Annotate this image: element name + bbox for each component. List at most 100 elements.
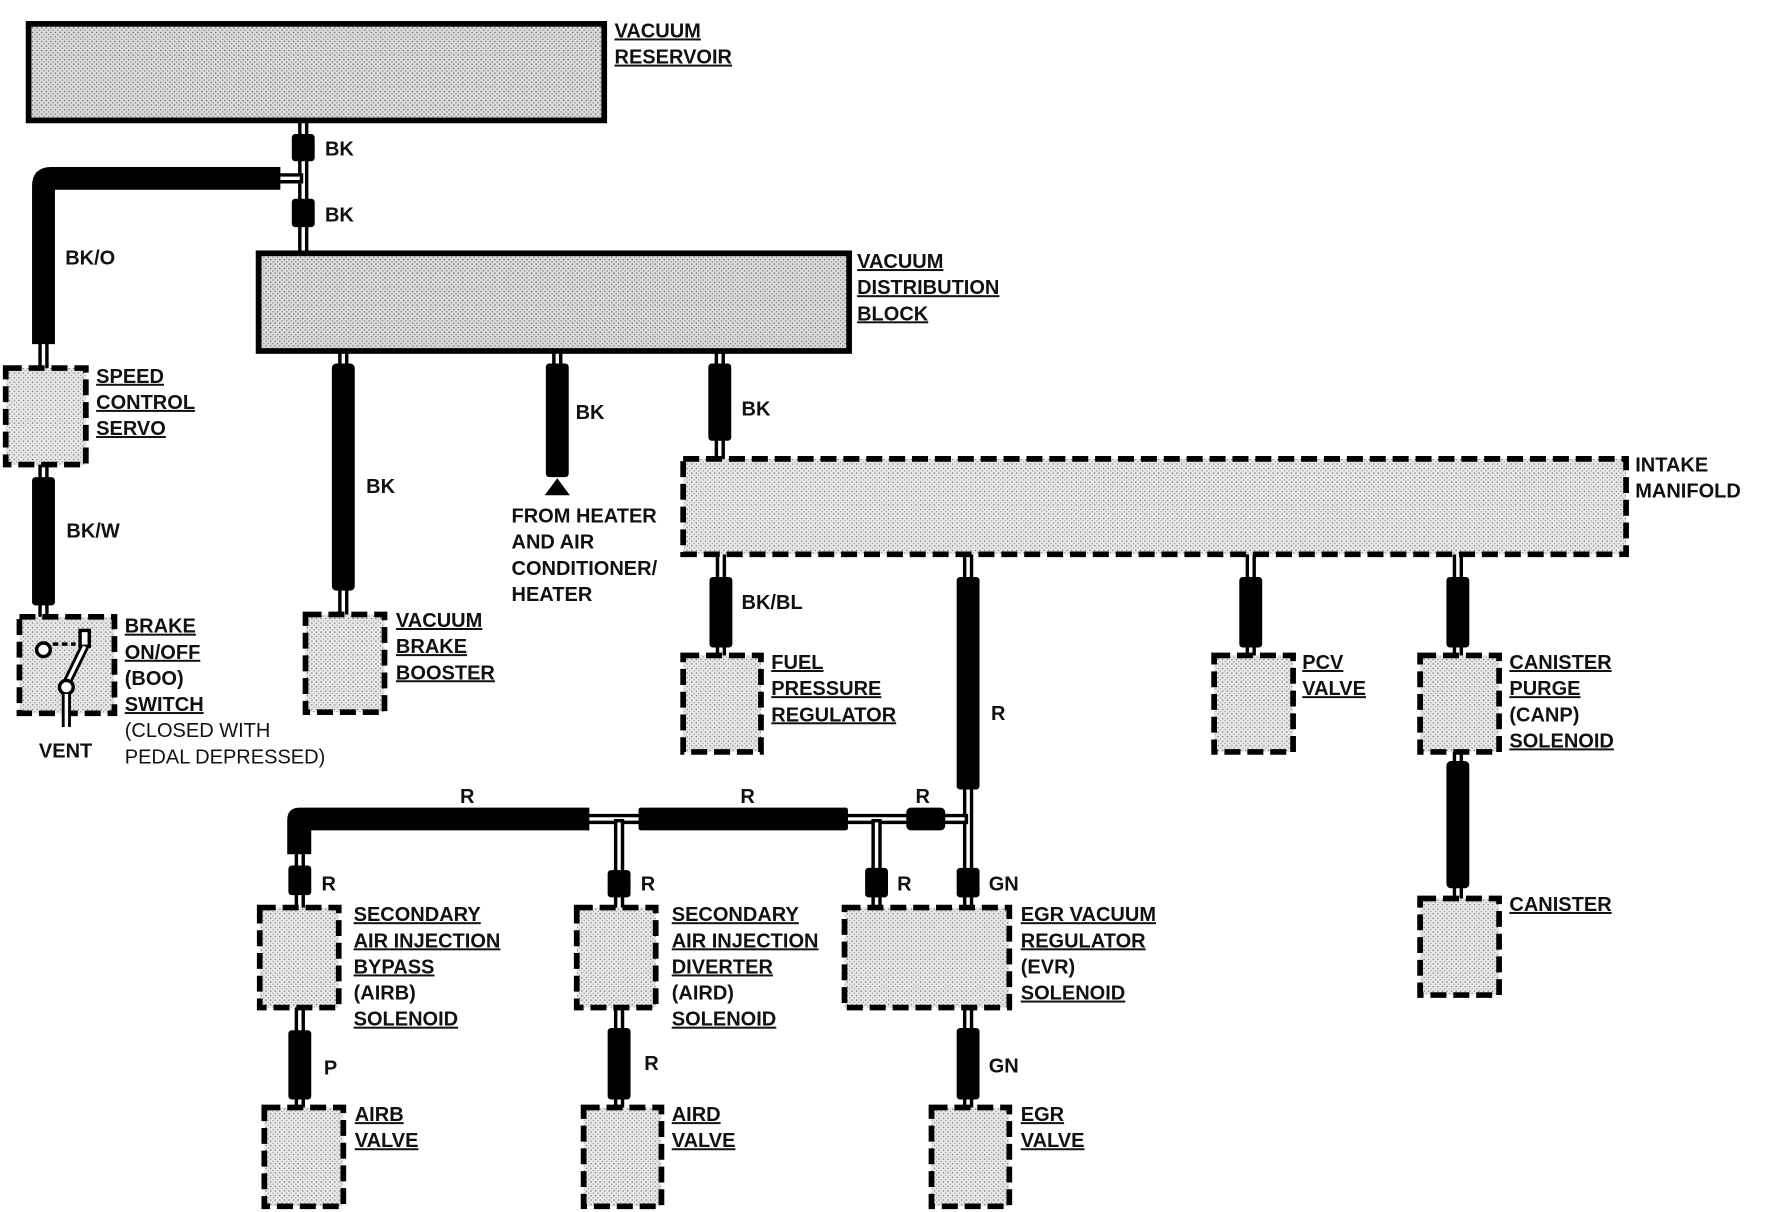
pcv-valve — [1211, 652, 1296, 755]
evr-solenoid — [841, 904, 1013, 1011]
connector-evr-r — [865, 867, 888, 898]
label-heater-2: AND AIR — [512, 532, 595, 554]
hose-r-middle — [638, 807, 848, 831]
canp-solenoid — [1417, 652, 1502, 755]
hose-label: R — [897, 874, 911, 896]
airb-valve — [261, 1104, 347, 1210]
label-evr-2: REGULATOR — [1021, 930, 1146, 952]
label-boo-2: ON/OFF — [125, 642, 201, 664]
hose-pcv — [1239, 577, 1263, 648]
label-aird-sol-5: SOLENOID — [672, 1009, 777, 1031]
label-booster-1: VACUUM — [396, 610, 482, 632]
label-airb-valve-2: VALVE — [355, 1130, 419, 1152]
label-servo-3: SERVO — [96, 418, 166, 440]
label-block-2: DISTRIBUTION — [857, 277, 999, 299]
label-airb-sol-3: BYPASS — [354, 957, 435, 979]
label-evr-1: EGR VACUUM — [1021, 904, 1156, 926]
hose-heater-bk — [545, 363, 569, 478]
hoses — [32, 134, 1470, 1100]
label-heater-1: FROM HEATER — [512, 506, 657, 528]
hose-fuel-bk-bl — [709, 577, 733, 648]
hose-r-right-connector — [906, 807, 946, 831]
hose-color-labels: BK BK BK/O BK/W BK BK BK BK/BL R R R R R… — [65, 139, 1018, 1080]
aird-solenoid — [573, 904, 659, 1011]
label-airb-sol-1: SECONDARY — [354, 904, 481, 926]
hose-label: BK/BL — [742, 592, 803, 614]
label-vent: VENT — [39, 741, 92, 763]
label-heater-4: HEATER — [512, 584, 593, 606]
hose-canister — [1446, 761, 1470, 889]
label-airb-valve-1: AIRB — [355, 1104, 404, 1126]
label-evr-4: SOLENOID — [1021, 983, 1126, 1005]
label-airb-sol-4: (AIRB) — [354, 983, 416, 1005]
label-boo-note-2: PEDAL DEPRESSED) — [125, 746, 326, 768]
label-boo-3: (BOO) — [125, 668, 184, 690]
hose-label: R — [641, 874, 655, 896]
label-pcv-1: PCV — [1302, 652, 1344, 674]
label-heater-3: CONDITIONER/ — [512, 558, 658, 580]
label-reservoir-2: RESERVOIR — [615, 47, 733, 69]
component-labels: VACUUM RESERVOIR VACUUM DISTRIBUTION BLO… — [39, 21, 1741, 1153]
hose-label: R — [322, 874, 336, 896]
hose-label: GN — [989, 1055, 1019, 1077]
label-booster-2: BRAKE — [396, 636, 467, 658]
hose-label: R — [991, 703, 1005, 725]
hose-connector-bk-lower — [291, 198, 315, 228]
components — [2, 21, 1629, 1210]
label-servo-1: SPEED — [96, 366, 164, 388]
hose-label: R — [740, 786, 754, 808]
label-canp-2: PURGE — [1509, 678, 1580, 700]
label-airb-sol-5: SOLENOID — [354, 1009, 459, 1031]
aird-valve — [580, 1104, 665, 1210]
label-boo-note-1: (CLOSED WITH — [125, 720, 271, 742]
hose-booster-bk — [331, 363, 355, 591]
label-block-1: VACUUM — [857, 251, 943, 273]
connector-evr-gn — [956, 867, 980, 898]
connector-aird-in — [607, 870, 631, 898]
hose-airb-p — [288, 1030, 312, 1100]
label-egr-valve-2: VALVE — [1021, 1130, 1085, 1152]
label-fuel-2: PRESSURE — [771, 678, 881, 700]
hose-canp — [1446, 577, 1470, 648]
label-evr-3: (EVR) — [1021, 957, 1075, 979]
label-pcv-2: VALVE — [1302, 678, 1366, 700]
label-egr-valve-1: EGR — [1021, 1104, 1064, 1126]
hose-label: R — [644, 1053, 658, 1075]
egr-valve — [928, 1104, 1013, 1210]
switch-contact-icon — [34, 628, 91, 727]
vacuum-brake-booster — [302, 611, 388, 716]
hose-connector-bk-upper — [291, 134, 315, 162]
hose-aird-r — [607, 1027, 631, 1100]
hose-bk-w — [32, 477, 55, 606]
label-manifold-1: INTAKE — [1635, 454, 1708, 476]
label-block-3: BLOCK — [857, 303, 929, 325]
speed-control-servo — [2, 365, 89, 468]
hose-label: R — [915, 786, 929, 808]
vacuum-distribution-block — [255, 250, 852, 354]
label-boo-4: SWITCH — [125, 694, 204, 716]
hose-manifold-bk — [708, 363, 732, 441]
hose-label: BK/W — [66, 520, 120, 542]
label-airb-sol-2: AIR INJECTION — [354, 930, 501, 952]
hose-label: BK — [366, 476, 396, 498]
label-servo-2: CONTROL — [96, 392, 195, 414]
label-canp-3: (CANP) — [1509, 704, 1579, 726]
label-aird-sol-4: (AIRD) — [672, 983, 734, 1005]
hose-trunk-r — [956, 577, 980, 790]
airb-solenoid — [256, 904, 342, 1011]
heater-arrow-icon — [544, 478, 570, 496]
label-manifold-2: MANIFOLD — [1635, 481, 1741, 503]
label-aird-sol-2: AIR INJECTION — [672, 930, 819, 952]
intake-manifold — [680, 456, 1629, 558]
label-boo-1: BRAKE — [125, 616, 196, 638]
label-reservoir-1: VACUUM — [615, 21, 701, 43]
label-aird-valve-1: AIRD — [672, 1104, 721, 1126]
label-aird-sol-1: SECONDARY — [672, 904, 799, 926]
label-booster-3: BOOSTER — [396, 662, 495, 684]
label-canp-1: CANISTER — [1509, 652, 1611, 674]
connector-airb-in — [288, 865, 312, 896]
hose-label: R — [460, 786, 474, 808]
canister — [1417, 895, 1502, 998]
hose-label: BK — [325, 139, 355, 161]
